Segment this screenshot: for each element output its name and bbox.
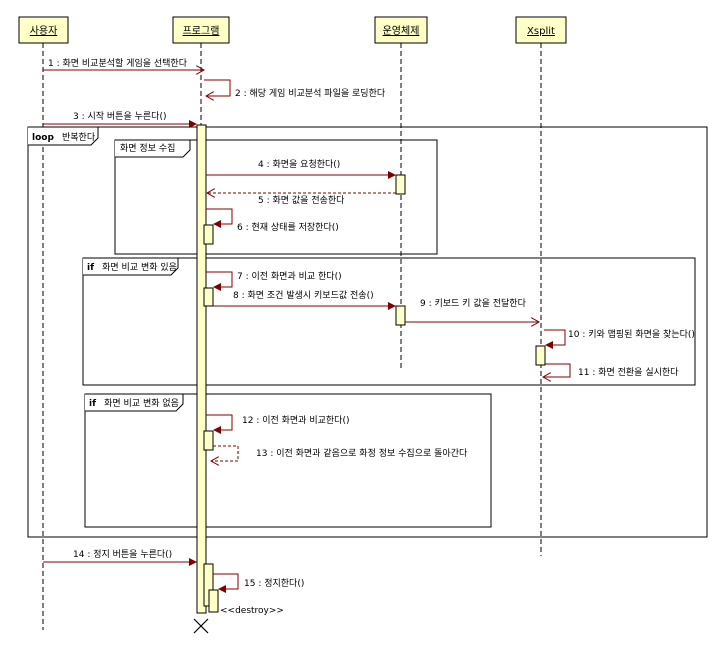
message-6-arrow xyxy=(206,208,233,228)
message-7-arrow xyxy=(206,271,233,291)
message-15-arrow xyxy=(213,573,239,593)
capture-group-label: 화면 정보 수집 xyxy=(120,142,175,154)
destroy-label: <<destroy>> xyxy=(220,606,284,616)
activation-program-destroy xyxy=(208,589,219,613)
participant-xsplit: Xsplit xyxy=(515,16,567,44)
loop-fragment: loop 반복한다 xyxy=(27,125,708,538)
message-9-label: 9 : 키보드 키 값을 전달한다 xyxy=(420,297,527,309)
activation-program-main xyxy=(196,124,207,614)
activation-os-request xyxy=(395,174,406,195)
destroy-marker xyxy=(193,618,209,634)
activation-program-compare xyxy=(203,287,214,307)
participant-os: 운영체제 xyxy=(374,16,428,44)
activation-xsplit xyxy=(535,345,546,366)
activation-os-forward xyxy=(395,305,406,326)
participant-user-label: 사용자 xyxy=(30,25,58,37)
participant-user: 사용자 xyxy=(18,16,69,44)
svg-text:if 화면 비교 변화 있음: if 화면 비교 변화 있음 xyxy=(87,255,177,274)
message-6-label: 6 : 현재 상태를 저장한다() xyxy=(237,222,339,233)
alt-changed-label: 화면 비교 변화 있음 xyxy=(102,261,177,273)
message-12-arrow xyxy=(206,414,233,434)
alt-unchanged-keyword: if xyxy=(89,399,96,409)
message-13-label: 13 : 이전 화면과 같음으로 화정 정보 수집으로 돌아간다 xyxy=(256,447,468,459)
message-13-arrow xyxy=(211,445,239,461)
participant-program-label: 프로그램 xyxy=(183,25,220,37)
loop-label: 반복한다 xyxy=(62,132,96,143)
participant-program: 프로그램 xyxy=(172,16,230,44)
loop-keyword: loop xyxy=(32,133,54,143)
svg-text:loop 반복한다: loop 반복한다 xyxy=(32,125,96,144)
message-8-label: 8 : 화면 조건 발생시 키보드값 전송() xyxy=(233,289,374,301)
participant-xsplit-label: Xsplit xyxy=(527,26,555,37)
alt-changed-fragment: if 화면 비교 변화 있음 xyxy=(82,255,696,386)
message-4-label: 4 : 화면을 요청한다() xyxy=(258,159,340,170)
message-11-arrow xyxy=(543,363,571,377)
message-7-label: 7 : 이전 화면과 비교 한다() xyxy=(237,271,342,282)
message-3-label: 3 : 시작 버튼을 누른다() xyxy=(73,111,166,122)
message-2-arrow xyxy=(204,79,231,96)
message-2-label: 2 : 해당 게임 비교분석 파일을 로딩한다 xyxy=(235,87,386,99)
alt-unchanged-label: 화면 비교 변화 없음 xyxy=(104,398,179,409)
alt-changed-keyword: if xyxy=(87,263,94,273)
message-10-arrow xyxy=(544,329,566,349)
message-1-label: 1 : 화면 비교분석할 게임을 선택한다 xyxy=(48,57,188,69)
message-10-label: 10 : 키와 맵핑된 화면을 찾는다() xyxy=(568,328,695,340)
message-12-label: 12 : 이전 화면과 비교한다() xyxy=(242,415,349,426)
svg-text:if 화면 비교 변화 없음: if 화면 비교 변화 없음 xyxy=(89,391,179,410)
message-14-label: 14 : 정지 버튼을 누른다() xyxy=(73,549,172,560)
alt-unchanged-fragment: if 화면 비교 변화 없음 xyxy=(84,391,492,528)
message-5-label: 5 : 화면 값을 전송한다 xyxy=(258,194,345,206)
message-15-label: 15 : 정지한다() xyxy=(244,578,304,589)
activation-program-store xyxy=(203,224,214,245)
participant-os-label: 운영체제 xyxy=(383,25,420,37)
message-11-label: 11 : 화면 전환을 실시한다 xyxy=(578,366,679,378)
activation-program-compare2 xyxy=(203,430,214,451)
capture-group-fragment: 화면 정보 수집 xyxy=(114,139,438,255)
